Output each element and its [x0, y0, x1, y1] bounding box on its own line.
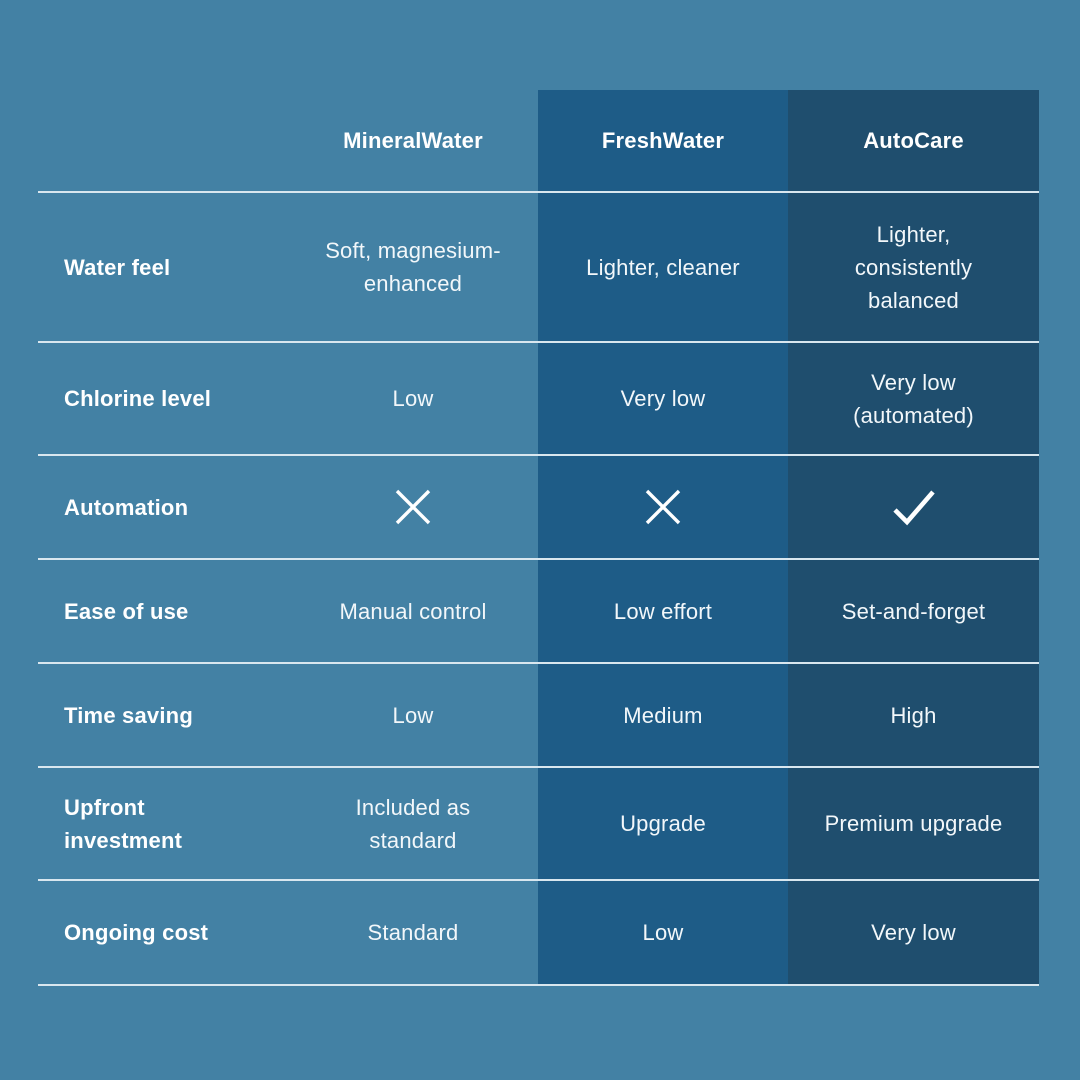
table-row-automation: Automation — [38, 456, 1039, 560]
table-cell: Upgrade — [620, 811, 706, 836]
autocare-column-highlight — [788, 90, 1039, 986]
row-label: Chlorine level — [64, 386, 212, 411]
cross-icon — [288, 456, 538, 558]
table-cell: Standard — [367, 920, 459, 945]
column-header-freshwater: FreshWater — [601, 128, 725, 153]
row-label: Upfront investment — [64, 794, 183, 853]
table-cell: Very low — [620, 386, 706, 411]
table-cell: Lighter, consistently balanced — [854, 221, 973, 313]
table-header-row: MineralWater FreshWater AutoCare — [38, 90, 1039, 193]
table-cell: Low — [642, 920, 684, 945]
table-cell: Set-and-forget — [841, 598, 986, 624]
table-cell: Included as standard — [355, 794, 471, 853]
column-header-autocare: AutoCare — [863, 128, 964, 153]
header-empty-cell — [38, 90, 288, 191]
table-row-chlorine-level: Chlorine level Low Very low Very low (au… — [38, 343, 1039, 456]
cross-icon — [538, 456, 788, 558]
column-header-mineralwater: MineralWater — [343, 128, 483, 153]
table-cell: Low — [392, 702, 434, 728]
table-cell: Lighter, cleaner — [586, 254, 740, 280]
table-cell: Soft, magnesium- enhanced — [325, 238, 501, 296]
table-cell: High — [890, 702, 937, 728]
row-label: Time saving — [64, 702, 193, 728]
row-label: Water feel — [64, 254, 171, 280]
table-cell: Manual control — [339, 598, 487, 624]
check-icon — [788, 456, 1039, 558]
table-row-upfront-investment: Upfront investment Included as standard … — [38, 768, 1039, 881]
table-cell: Low — [392, 386, 434, 411]
row-label: Ongoing cost — [64, 920, 209, 945]
table-cell: Premium upgrade — [824, 811, 1003, 836]
comparison-table: MineralWater FreshWater AutoCare Water f… — [38, 90, 1039, 986]
table-rows: MineralWater FreshWater AutoCare Water f… — [38, 90, 1039, 986]
table-row-ongoing-cost: Ongoing cost Standard Low Very low — [38, 881, 1039, 986]
row-label: Ease of use — [64, 598, 189, 624]
table-row-water-feel: Water feel Soft, magnesium- enhanced Lig… — [38, 193, 1039, 343]
freshwater-column-highlight — [538, 90, 788, 986]
table-cell: Low effort — [613, 598, 713, 624]
table-cell: Very low (automated) — [853, 369, 974, 428]
table-cell: Medium — [623, 702, 703, 728]
table-cell: Very low — [871, 920, 956, 945]
row-label: Automation — [64, 494, 189, 520]
table-row-ease-of-use: Ease of use Manual control Low effort Se… — [38, 560, 1039, 664]
table-row-time-saving: Time saving Low Medium High — [38, 664, 1039, 768]
